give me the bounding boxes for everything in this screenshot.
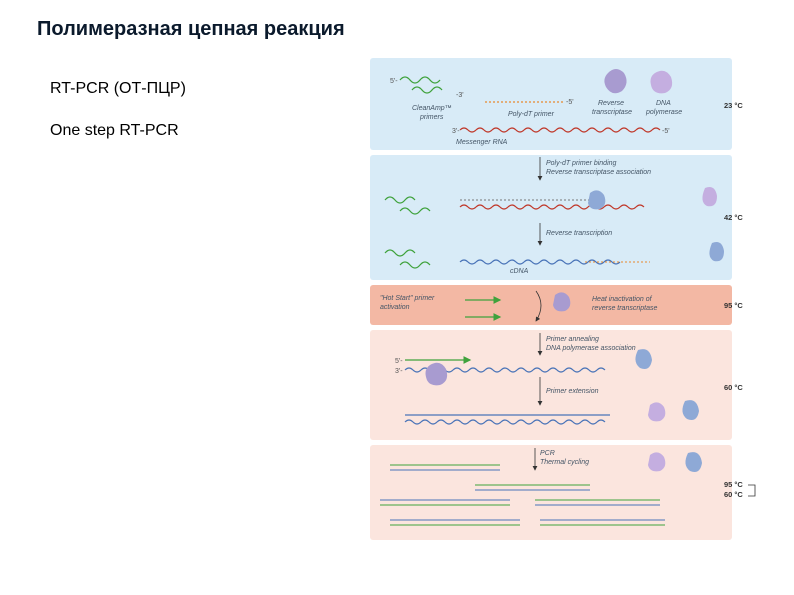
label-hot-start-primer: "Hot Start" primer (380, 295, 435, 302)
label-heat-inactivation: Heat inactivation of (592, 296, 653, 303)
enzyme-rt-2 (588, 190, 606, 210)
panel-3-background (370, 285, 732, 325)
label-thermal-cycling: Thermal cycling (540, 459, 589, 466)
temp-95c: 95 °C (724, 301, 743, 310)
enzyme-poly-4 (425, 362, 448, 386)
label-cleanamp: CleanAmp™ (412, 105, 452, 112)
enzyme-blue-4b (682, 400, 699, 420)
cycle-bracket (748, 484, 756, 497)
label-polymerase: polymerase (645, 109, 682, 116)
amplicon-group (380, 464, 665, 526)
primer-hairpin (399, 207, 431, 215)
enzyme-rt (604, 69, 627, 94)
temp-60c-cycle: 60 °C (724, 490, 743, 499)
curved-arrow (535, 290, 542, 322)
end-label: -5' (566, 99, 574, 106)
enzyme-poly-3 (709, 242, 724, 262)
end-label: -5' (662, 128, 670, 135)
panel-5-background (370, 445, 732, 540)
label-rt-association: Reverse transcriptase association (546, 169, 651, 176)
enzyme-violet-4b (648, 402, 666, 422)
bullet-list: RT-PCR (ОТ-ПЦР) One step RT-PCR (50, 80, 186, 164)
slide-title: Полимеразная цепная реакция (37, 18, 345, 40)
end-label: 3'- (452, 128, 460, 135)
label-dna: DNA (656, 100, 671, 107)
label-activation: activation (380, 304, 410, 311)
label-pcr: PCR (540, 450, 555, 457)
label-primer-extension: Primer extension (546, 388, 599, 395)
cdna-strand (459, 259, 621, 265)
rt-pcr-diagram: 5'- -3' CleanAmp™ primers -5' Poly-dT pr… (370, 58, 756, 540)
label-polydt-primer: Poly-dT primer (508, 111, 555, 118)
end-label: -3' (456, 92, 464, 99)
panel-2-background (370, 155, 732, 280)
bullet-rt-pcr: RT-PCR (ОТ-ПЦР) (50, 80, 186, 97)
primer-hairpin (384, 249, 416, 257)
primer-hairpin (384, 196, 416, 204)
temp-23c: 23 °C (724, 101, 743, 110)
temp-60c: 60 °C (724, 383, 743, 392)
label-polymerase-association: DNA polymerase association (546, 345, 636, 352)
label-cdna: cDNA (510, 268, 529, 275)
end-label: 3'- (395, 368, 403, 375)
label-reverse: Reverse (598, 100, 624, 107)
label-reverse-transcription: Reverse transcription (546, 230, 612, 237)
primer-hairpin-2 (411, 86, 443, 94)
label-transcriptase: transcriptase (592, 109, 632, 116)
bullet-one-step: One step RT-PCR (50, 122, 179, 139)
enzyme-blue-5 (685, 452, 702, 472)
enzyme-poly-2 (702, 187, 717, 207)
rna-template-2 (459, 204, 645, 210)
end-label: 5'- (395, 358, 403, 365)
primer-hairpin-1 (399, 76, 441, 84)
end-label: 5'- (390, 78, 398, 85)
enzyme-blue-4 (635, 349, 652, 369)
label-reverse-transcriptase: reverse transcriptase (592, 305, 657, 312)
panel-1-background (370, 58, 732, 150)
temp-42c: 42 °C (724, 213, 743, 222)
label-messenger-rna: Messenger RNA (456, 139, 508, 146)
label-primer-binding: Poly-dT primer binding (546, 160, 617, 167)
primer-hairpin (399, 261, 431, 269)
mrna-strand (459, 127, 661, 133)
label-primers: primers (419, 114, 444, 121)
enzyme-inactivated (553, 292, 571, 312)
label-primer-annealing: Primer annealing (546, 336, 599, 343)
template-strand-4b (404, 419, 606, 425)
enzyme-polymerase (650, 70, 673, 94)
enzyme-violet-5 (648, 452, 666, 472)
temp-95c-cycle: 95 °C (724, 480, 743, 489)
